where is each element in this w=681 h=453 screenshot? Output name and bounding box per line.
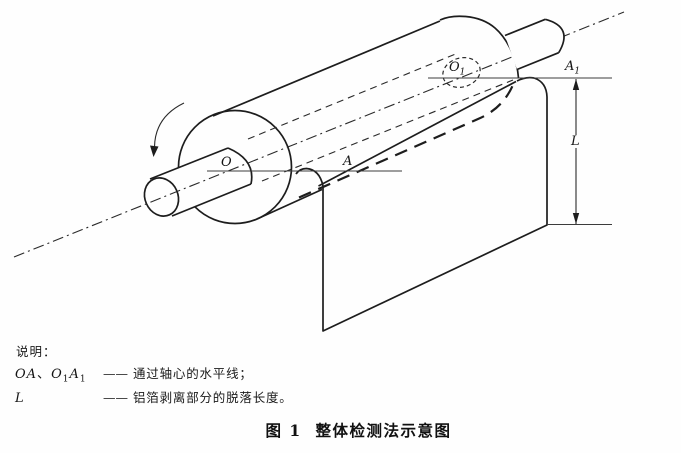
shaft-far-end-cap bbox=[545, 18, 565, 54]
legend-dash: —— bbox=[103, 390, 128, 405]
label-A: A bbox=[343, 154, 353, 169]
shaft-face-arc bbox=[227, 147, 253, 185]
foil-peel-tangent-line bbox=[318, 80, 517, 187]
legend-text-OA: 通过轴心的水平线； bbox=[133, 366, 253, 381]
legend-item-L: L —— 铝箔剥离部分的脱落长度。 bbox=[15, 387, 293, 406]
dimension-L bbox=[572, 79, 580, 224]
foil-hidden-edge-dashed bbox=[298, 85, 514, 199]
rotation-arrowhead-icon bbox=[150, 145, 159, 157]
shaft-far bbox=[504, 18, 565, 71]
shaft-near bbox=[143, 147, 253, 217]
figure-caption: 图 1 整体检测法示意图 bbox=[265, 421, 452, 440]
surface-dashed-line-upper bbox=[247, 52, 459, 140]
surface-dashed-line-lower bbox=[261, 79, 514, 182]
legend-dash: —— bbox=[103, 366, 128, 381]
foil-sheet bbox=[295, 76, 548, 332]
roller-bottom-edge bbox=[256, 188, 323, 220]
label-A1: A1 bbox=[565, 59, 581, 77]
label-O1: O1 bbox=[449, 60, 466, 78]
legend-item-OA: OA、O1A1 —— 通过轴心的水平线； bbox=[15, 363, 253, 385]
rotation-arrow bbox=[150, 102, 185, 157]
legend-term-L: L bbox=[15, 391, 25, 406]
legend-text-L: 铝箔剥离部分的脱落长度。 bbox=[133, 390, 293, 405]
dimension-arrow-up-icon bbox=[572, 79, 580, 90]
label-L: L bbox=[569, 134, 582, 149]
label-O: O bbox=[221, 155, 232, 170]
roller-top-edge bbox=[212, 20, 441, 117]
legend-term-OA: OA、O1A1 bbox=[15, 367, 87, 385]
dimension-arrow-down-icon bbox=[572, 213, 580, 224]
legend-heading: 说明： bbox=[16, 344, 57, 359]
